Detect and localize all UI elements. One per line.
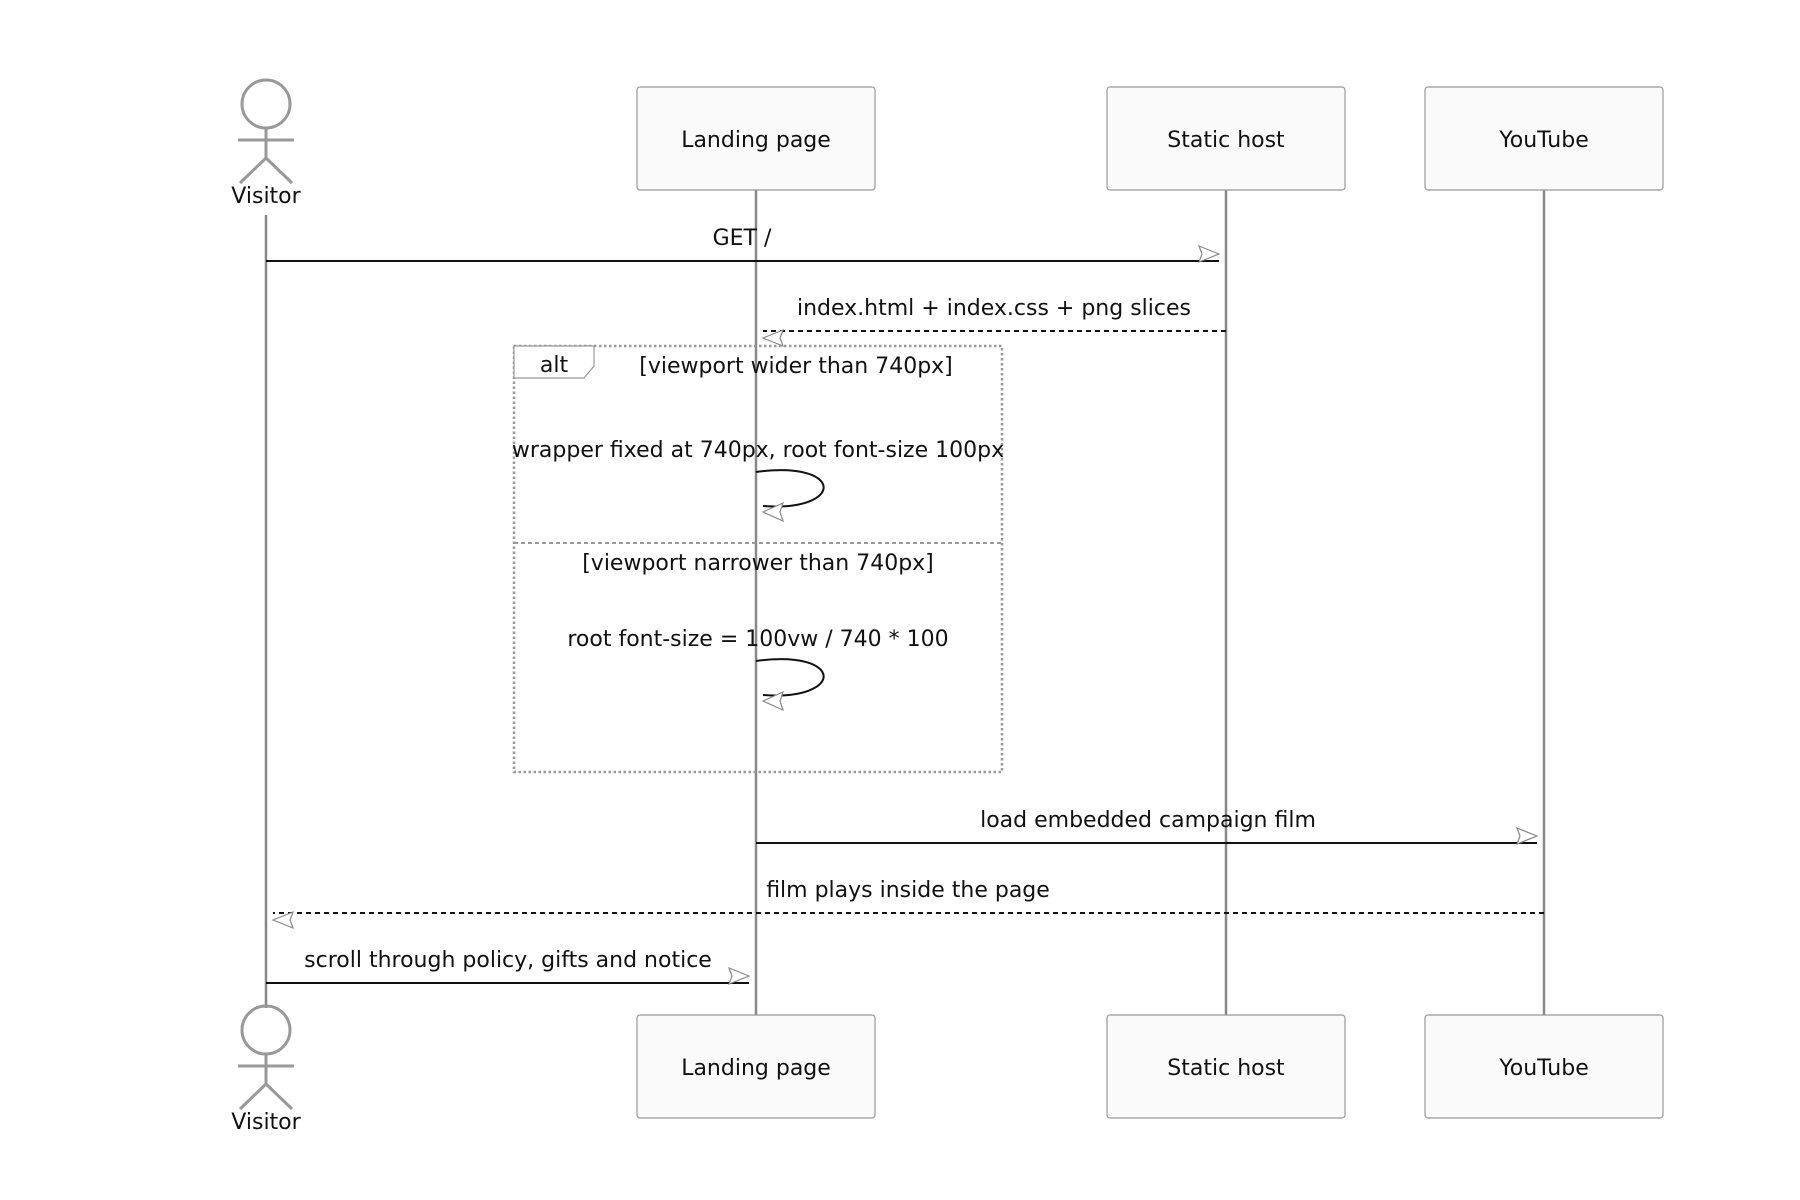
message-label: scroll through policy, gifts and notice <box>304 948 712 973</box>
alt-branch-guard: [viewport narrower than 740px] <box>582 551 934 576</box>
message-label: index.html + index.css + png slices <box>797 296 1191 321</box>
participant-label-youtube: YouTube <box>1498 128 1588 153</box>
alt-frame-tab <box>513 345 595 379</box>
message-film-plays: film plays inside the page <box>271 878 1544 930</box>
arrowhead-icon <box>761 690 785 712</box>
actor-visitor-bottom: Visitor <box>231 1004 302 1135</box>
participant-label-static-host: Static host <box>1167 128 1285 153</box>
participant-label-landing-page: Landing page <box>681 128 831 153</box>
participant-static-host-top: Static host <box>1106 86 1346 191</box>
message-label: film plays inside the page <box>766 878 1050 903</box>
participant-landing-page-top: Landing page <box>636 86 876 191</box>
participant-box <box>1424 1014 1664 1119</box>
self-message-loop <box>755 469 825 508</box>
alt-frame: alt [viewport wider than 740px] [viewpor… <box>512 344 1004 774</box>
alt-branch-guard: [viewport wider than 740px] <box>639 354 953 379</box>
message-load-film: load embedded campaign film <box>756 808 1539 846</box>
arrowhead-icon <box>761 328 785 348</box>
message-label: load embedded campaign film <box>980 808 1316 833</box>
participant-box <box>636 86 876 191</box>
self-message-loop <box>755 658 825 697</box>
participant-label-youtube: YouTube <box>1498 1056 1588 1081</box>
message-label: GET / <box>713 226 772 251</box>
message-self-root-font-size: root font-size = 100vw / 740 * 100 <box>567 627 949 712</box>
participant-landing-page-bottom: Landing page <box>636 1014 876 1119</box>
actor-right-leg <box>264 156 294 185</box>
participant-label-visitor: Visitor <box>231 1110 301 1135</box>
participant-box <box>1106 1014 1346 1119</box>
participant-youtube-bottom: YouTube <box>1424 1014 1664 1119</box>
arrowhead-icon <box>761 501 785 523</box>
arrowhead-icon <box>271 910 295 930</box>
message-label: wrapper fixed at 740px, root font-size 1… <box>512 438 1004 463</box>
actor-visitor-top: Visitor <box>231 78 302 209</box>
alt-frame-border <box>512 344 1004 774</box>
arrowhead-icon <box>1197 244 1221 264</box>
actor-head <box>240 1004 292 1056</box>
participant-label-visitor: Visitor <box>231 184 301 209</box>
actor-left-leg <box>238 156 268 185</box>
message-get-root: GET / <box>266 226 1221 264</box>
actor-left-leg <box>238 1082 268 1111</box>
participant-youtube-top: YouTube <box>1424 86 1664 191</box>
participant-label-landing-page: Landing page <box>681 1056 831 1081</box>
participant-label-static-host: Static host <box>1167 1056 1285 1081</box>
message-self-wrapper-fixed: wrapper fixed at 740px, root font-size 1… <box>512 438 1004 523</box>
message-label: root font-size = 100vw / 740 * 100 <box>567 627 948 652</box>
alt-frame-keyword: alt <box>540 353 569 378</box>
message-scroll: scroll through policy, gifts and notice <box>266 948 751 986</box>
actor-head <box>240 78 292 130</box>
participant-box <box>1424 86 1664 191</box>
actor-right-leg <box>264 1082 294 1111</box>
arrowhead-icon <box>727 966 751 986</box>
participant-box <box>636 1014 876 1119</box>
arrowhead-icon <box>1515 826 1539 846</box>
message-index-response: index.html + index.css + png slices <box>761 296 1226 348</box>
participant-static-host-bottom: Static host <box>1106 1014 1346 1119</box>
participant-box <box>1106 86 1346 191</box>
